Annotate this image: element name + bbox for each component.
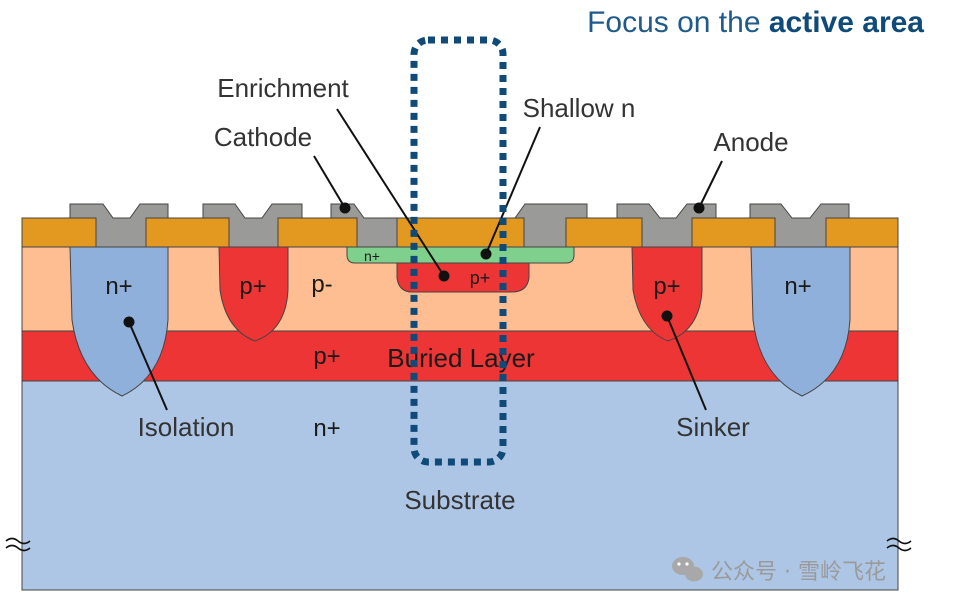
chat-bubble-icon [672, 557, 703, 582]
label-p-plus-buried: p+ [313, 343, 340, 370]
break-mark-left-icon [5, 537, 31, 552]
anode-contact [616, 203, 717, 248]
break-mark-right-icon [886, 537, 912, 552]
leader-shallow-n [485, 126, 541, 255]
label-isolation: Isolation [138, 412, 235, 442]
focus-banner-prefix: Focus on the [587, 6, 769, 39]
label-enrichment: Enrichment [217, 73, 349, 103]
metal-contact-6 [749, 203, 850, 248]
enrichment-region [396, 257, 530, 293]
active-area-focus-box [410, 36, 507, 466]
leader-isolation [128, 321, 168, 411]
focus-banner: Focus on the active area [587, 6, 924, 39]
leader-shallow-n-dot [480, 248, 492, 260]
leader-anode [698, 160, 723, 209]
metal-contact-1 [69, 203, 169, 248]
metal-contact-4 [503, 203, 588, 248]
label-shallow-n: Shallow n [523, 93, 636, 123]
label-p-plus-right: p+ [653, 273, 680, 300]
leader-cathode [313, 155, 346, 209]
label-p-plus-small: p+ [470, 268, 491, 288]
cathode-contact [330, 203, 398, 248]
leader-sinker-dot [661, 310, 673, 322]
p-plus-region-left [218, 246, 289, 342]
watermark-text: 公众号 · 雪岭飞花 [711, 560, 886, 585]
isolation-well-right [750, 246, 851, 397]
label-p-plus-left: p+ [239, 273, 266, 300]
leader-isolation-dot [123, 316, 135, 328]
substrate-region [21, 379, 899, 591]
sinker-region [631, 246, 703, 342]
label-anode: Anode [713, 127, 788, 157]
oxide-layer [21, 217, 899, 248]
label-n-plus-right: n+ [784, 273, 811, 300]
label-cathode: Cathode [214, 122, 312, 152]
leader-cathode-dot [339, 202, 351, 214]
leader-enrichment [336, 108, 445, 277]
label-n-plus-small: n+ [364, 248, 380, 264]
buried-layer-region [21, 330, 899, 382]
label-n-plus-substrate: n+ [313, 415, 340, 442]
label-n-plus-left: n+ [105, 273, 132, 300]
leader-enrichment-dot [438, 270, 450, 282]
leader-anode-dot [693, 202, 705, 214]
metal-contact-2 [202, 203, 303, 248]
focus-banner-emphasis: active area [769, 6, 924, 39]
label-p-minus: p- [311, 271, 332, 298]
leader-sinker [666, 315, 707, 411]
label-buried-layer: Buried Layer [387, 343, 535, 373]
shallow-n-region [346, 246, 575, 264]
label-sinker: Sinker [676, 412, 750, 442]
label-substrate: Substrate [404, 485, 515, 515]
isolation-well-left [69, 246, 169, 397]
